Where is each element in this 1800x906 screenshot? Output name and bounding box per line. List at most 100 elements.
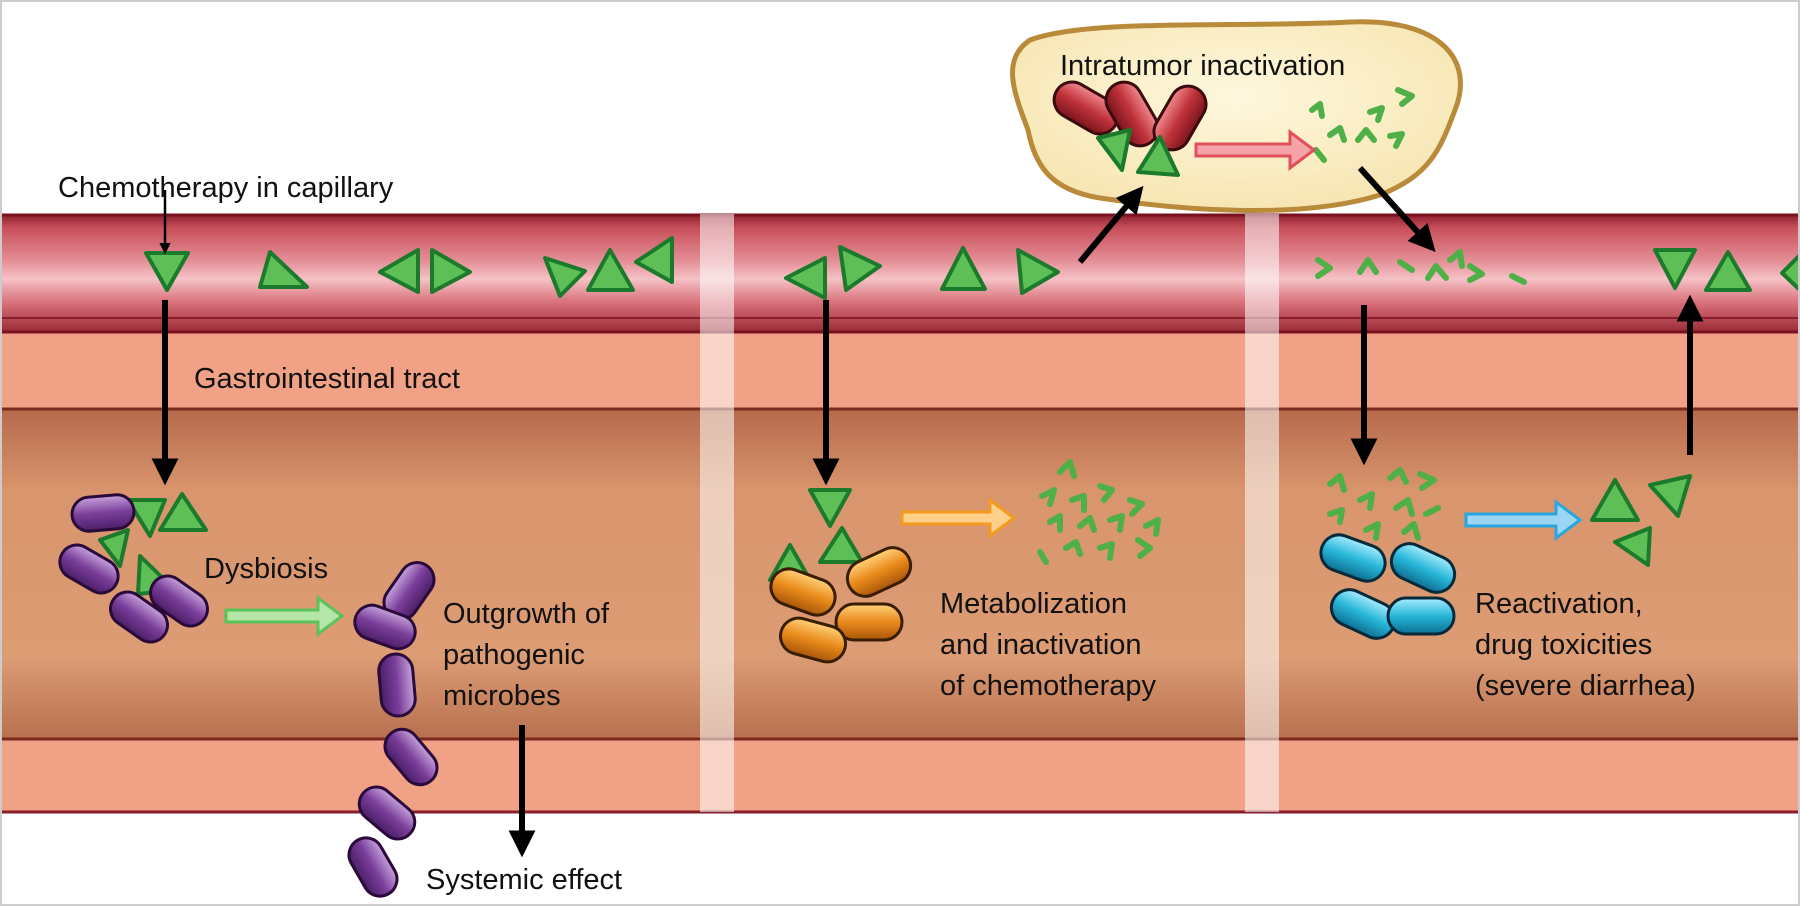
bacterium-icon — [347, 836, 399, 898]
bacterium-icon — [779, 616, 847, 664]
labels: Chemotherapy in capillary Gastrointestin… — [58, 50, 1696, 896]
drug-triangle-icon — [1653, 248, 1697, 290]
label-metabolization-3: of chemotherapy — [940, 670, 1157, 702]
drug-fragment-icon — [1395, 87, 1415, 107]
drug-triangle-icon — [430, 248, 472, 294]
drug-fragment-icon — [1069, 493, 1087, 513]
bacterium-icon — [1319, 533, 1387, 583]
bacterium-icon — [383, 727, 439, 787]
bacterium-icon — [845, 546, 913, 598]
drug-fragment-icon — [1363, 521, 1381, 541]
arrow-reactivation — [1464, 499, 1583, 541]
label-reactivation-2: drug toxicities — [1475, 629, 1652, 661]
flow-arrows — [151, 165, 1704, 858]
drug-fragment-icon — [1107, 513, 1125, 533]
drug-triangle-icon — [98, 528, 130, 568]
drug-triangle-icon — [1613, 526, 1652, 567]
bacterium-icon — [109, 590, 169, 644]
bacteria — [58, 493, 1457, 898]
drug-triangle-icon — [808, 488, 852, 528]
drug-fragment-icon — [1135, 537, 1153, 559]
bacterium-icon — [149, 574, 209, 628]
drug-triangle-icon — [634, 236, 674, 284]
drug-fragment-icon — [1063, 539, 1083, 557]
drug-fragment-icon — [1039, 487, 1057, 507]
drug-fragment-icon — [1355, 127, 1377, 143]
drug-fragment-icon — [1387, 131, 1405, 149]
drug-fragment-icon — [1143, 517, 1161, 537]
process-arrows — [224, 129, 1583, 637]
label-systemic-effect: Systemic effect — [426, 864, 622, 896]
label-outgrowth-3: microbes — [443, 680, 561, 712]
label-dysbiosis: Dysbiosis — [204, 553, 328, 585]
drug-fragments — [1037, 87, 1527, 565]
drug-fragment-icon — [1417, 471, 1437, 491]
drug-fragment-icon — [1393, 497, 1415, 517]
drug-fragment-icon — [1077, 515, 1097, 533]
drug-triangle-icon — [1136, 135, 1180, 177]
bacterium-icon — [1104, 80, 1160, 148]
drug-fragment-icon — [1401, 521, 1421, 541]
drug-fragment-icon — [1367, 105, 1385, 123]
drug-triangle-icon — [1780, 253, 1800, 292]
drug-fragment-icon — [1309, 101, 1325, 119]
panel-divider-2 — [1245, 214, 1279, 812]
drug-fragment-icon — [1423, 505, 1441, 517]
label-outgrowth-1: Outgrowth of — [443, 598, 610, 630]
drug-triangle-icon — [258, 250, 309, 289]
drug-triangle-icon — [784, 256, 827, 300]
tumor-bacteria — [1052, 80, 1208, 152]
drug-fragment-icon — [1509, 273, 1527, 285]
label-outgrowth-2: pathogenic — [443, 639, 585, 671]
bacterium-icon — [769, 567, 837, 617]
drug-fragment-icon — [1047, 513, 1063, 533]
arrow-from-tumor — [1357, 165, 1436, 253]
bacterium-icon — [70, 493, 136, 533]
bacterium-icon — [377, 652, 417, 718]
arrow-metabolization — [900, 497, 1017, 539]
drug-triangle-icon — [1648, 474, 1692, 518]
drug-fragment-icon — [1097, 541, 1115, 561]
drug-triangle-icon — [838, 245, 882, 292]
bacterium-icon — [357, 785, 417, 841]
label-chemo-in-capillary: Chemotherapy in capillary — [58, 172, 394, 204]
capillary — [0, 213, 1800, 334]
bacterium-icon — [834, 602, 904, 642]
drug-fragment-icon — [1313, 147, 1327, 163]
drug-fragment-icon — [1357, 491, 1375, 511]
drug-fragment-icon — [1097, 483, 1115, 503]
bacterium-icon — [1389, 542, 1457, 594]
drug-fragment-icon — [1057, 459, 1077, 479]
drug-triangle-icon — [586, 248, 635, 292]
panel-divider-1 — [700, 214, 734, 812]
drug-fragment-icon — [1127, 497, 1145, 517]
drug-fragment-icon — [1425, 263, 1449, 281]
bacterium-icon — [353, 603, 417, 651]
bacterium-icon — [1386, 596, 1456, 636]
drug-fragment-icon — [1357, 257, 1379, 275]
drug-fragment-icon — [1447, 249, 1465, 269]
label-metabolization-1: Metabolization — [940, 588, 1127, 620]
label-reactivation-3: (severe diarrhea) — [1475, 670, 1696, 702]
arrow-to-tumor — [1077, 185, 1144, 264]
drug-fragment-icon — [1397, 259, 1415, 273]
drug-fragment-icon — [1327, 473, 1347, 493]
drug-triangle-icon — [378, 248, 420, 294]
label-gi-tract: Gastrointestinal tract — [194, 363, 460, 395]
arrow-intratumor — [1194, 129, 1317, 171]
drug-fragment-icon — [1315, 257, 1333, 279]
drug-triangle-icon — [1016, 248, 1060, 295]
drug-triangle-icon — [543, 256, 587, 298]
drug-triangle-icon — [1096, 128, 1132, 172]
label-reactivation-1: Reactivation, — [1475, 588, 1643, 620]
drug-fragment-icon — [1467, 263, 1485, 283]
drug-fragment-icon — [1327, 507, 1345, 525]
drug-triangle-icon — [818, 526, 864, 564]
drug-triangle-icon — [1704, 250, 1752, 292]
drug-triangle-icon — [1590, 478, 1640, 522]
drug-triangle-icon — [158, 492, 208, 532]
arrow-dysbiosis — [224, 595, 345, 637]
label-intratumor: Intratumor inactivation — [1060, 50, 1345, 82]
bacterium-icon — [1052, 80, 1120, 136]
